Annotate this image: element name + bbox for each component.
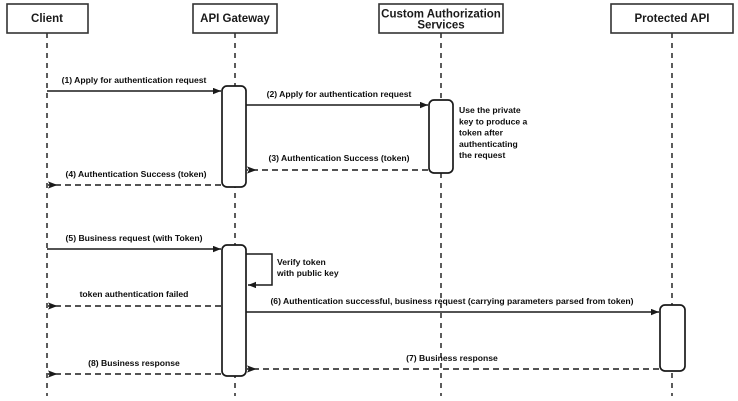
lifeline-client: Client — [6, 3, 89, 396]
message-msg-6: (6) Authentication successful, business … — [246, 296, 659, 316]
message-label-msg-5: (5) Business request (with Token) — [66, 233, 203, 243]
message-msg-4: (4) Authentication Success (token) — [48, 169, 221, 189]
message-label-msg-3: (3) Authentication Success (token) — [268, 153, 409, 163]
message-label-msg-token-failed: token authentication failed — [80, 289, 189, 299]
message-label-msg-4: (4) Authentication Success (token) — [65, 169, 206, 179]
activation-bar-protected-api-phase — [659, 304, 686, 372]
activation-bar-gateway-business-phase — [221, 244, 247, 377]
lifelines-layer: Client API Gateway Custom AuthorizationSer… — [6, 3, 734, 396]
activations-layer — [221, 85, 686, 377]
message-msg-8: (8) Business response — [48, 358, 221, 378]
participant-label-auth: Custom Authorization — [381, 9, 501, 21]
participant-box-gateway[interactable]: API Gateway — [192, 3, 278, 34]
participant-label-protected: Protected API — [635, 13, 710, 25]
messages-layer: (1) Apply for authentication request (2) … — [47, 75, 659, 378]
participant-label-client: Client — [31, 13, 63, 25]
message-label-msg-8: (8) Business response — [88, 358, 180, 368]
message-msg-7: (7) Business response — [247, 353, 659, 373]
message-label-msg-6: (6) Authentication successful, business … — [270, 296, 633, 306]
message-msg-1: (1) Apply for authentication request — [47, 75, 221, 95]
message-msg-2: (2) Apply for authentication request — [246, 89, 428, 109]
note-line-note-private-key-3: authenticating — [459, 139, 518, 149]
message-msg-5: (5) Business request (with Token) — [47, 233, 221, 253]
note-line-note-private-key-2: token after — [459, 128, 504, 138]
message-msg-token-failed: token authentication failed — [48, 289, 221, 310]
participant-label-gateway: API Gateway — [200, 13, 270, 25]
participant-box-protected[interactable]: Protected API — [610, 3, 734, 34]
note-line-note-private-key-0: Use the private — [459, 105, 521, 115]
self-message-arrow-self-verify-token — [246, 253, 273, 289]
message-label-msg-7: (7) Business response — [406, 353, 498, 363]
activation-bar-gateway-auth-phase — [221, 85, 247, 188]
message-label-msg-2: (2) Apply for authentication request — [267, 89, 412, 99]
message-msg-3: (3) Authentication Success (token) — [247, 153, 428, 174]
note-line-note-private-key-4: the request — [459, 150, 505, 160]
self-message-label-self-verify-token: Verify token — [277, 257, 326, 267]
participant-box-client[interactable]: Client — [6, 3, 89, 34]
message-label-msg-1: (1) Apply for authentication request — [62, 75, 207, 85]
activation-bar-auth-service-phase — [428, 99, 454, 174]
participant-label-auth-line2: Services — [417, 20, 464, 32]
self-message-label-self-verify-token-line2: with public key — [276, 268, 339, 278]
note-line-note-private-key-1: key to produce a — [459, 116, 528, 126]
